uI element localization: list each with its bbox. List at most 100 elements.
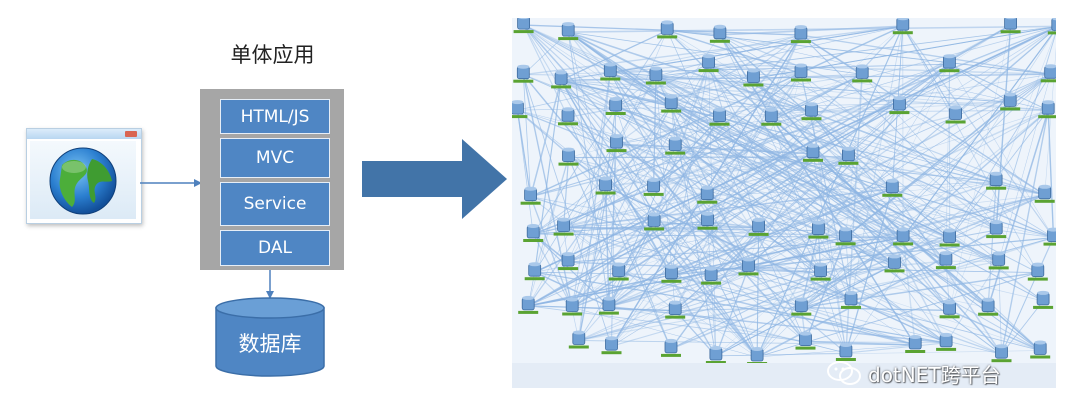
dependency-edge [568, 26, 1056, 158]
dependency-edge [800, 73, 893, 189]
dependency-edge [902, 27, 1056, 238]
service-node-icon [1000, 18, 1021, 34]
dependency-edge [811, 109, 1049, 113]
dependency-edge [987, 109, 1049, 308]
dependency-edge [800, 73, 997, 231]
service-node-icon [1034, 184, 1055, 203]
dependency-edge [534, 271, 672, 276]
dependency-edge [670, 153, 814, 350]
dependency-edge [719, 74, 863, 118]
dependency-edge [516, 109, 607, 188]
dependency-edge [708, 64, 717, 356]
dependency-edge [902, 25, 956, 116]
dependency-edge [572, 306, 676, 312]
layer-dal: DAL [220, 230, 330, 266]
dependency-edge [532, 233, 610, 307]
service-node-icon [810, 262, 831, 281]
dependency-edge [801, 307, 950, 311]
dependency-edge [671, 73, 1052, 276]
dependency-edge [707, 195, 904, 238]
dependency-edge [801, 74, 1051, 308]
service-node-icon [523, 224, 544, 242]
dependency-edge [995, 30, 1056, 231]
dependency-edge [527, 76, 657, 307]
dependency-edge [571, 186, 606, 308]
dependency-edge [578, 230, 819, 342]
dependency-edge [719, 34, 900, 107]
service-node-icon [978, 297, 999, 316]
graph-reflection [512, 363, 1056, 388]
service-node-icon [986, 171, 1007, 190]
browser-close-icon [125, 131, 137, 137]
dependency-edge [653, 222, 802, 308]
dependency-edge [707, 156, 849, 223]
dependency-edge [567, 31, 1002, 355]
layer-html-js: HTML/JS [220, 99, 330, 134]
service-node-icon [665, 300, 686, 319]
dependency-edge [522, 74, 758, 358]
dependency-edge [902, 26, 956, 116]
dependency-edge [998, 261, 1002, 355]
service-node-icon [791, 297, 812, 316]
dependency-edge [756, 229, 997, 358]
dependency-edge [1001, 300, 1044, 355]
dependency-edge [805, 341, 947, 344]
service-node-icon [518, 295, 539, 314]
dependency-edge [811, 111, 999, 262]
service-node-icon [939, 54, 960, 73]
dependency-edge [567, 31, 812, 113]
dependency-edge [534, 271, 610, 308]
dependency-edge [671, 274, 916, 346]
dependency-edge [567, 31, 814, 155]
dependency-edge [812, 153, 847, 354]
service-node-icon [803, 143, 823, 162]
dependency-edge [571, 72, 611, 308]
browser-globe-icon [26, 128, 142, 224]
service-node-icon [562, 297, 583, 316]
dependency-edge [534, 157, 570, 273]
service-node-icon [935, 251, 956, 270]
service-node-icon [1033, 290, 1054, 309]
globe-icon [49, 147, 117, 215]
dependency-edge [523, 24, 947, 344]
service-node-icon [1040, 64, 1056, 83]
browser-content [30, 141, 136, 219]
dependency-edge [987, 181, 997, 308]
dependency-edge [845, 101, 1011, 238]
dependency-edge [667, 29, 1051, 75]
dependency-edge [534, 26, 1056, 273]
service-node-icon [512, 100, 528, 119]
dependency-edge [522, 74, 580, 341]
dependency-edge [1047, 110, 1055, 238]
service-node-icon [558, 147, 579, 166]
dependency-edge [674, 146, 806, 342]
service-node-icon [748, 217, 769, 236]
dependency-edge [567, 31, 672, 106]
service-node-icon [601, 336, 622, 355]
dependency-edge [616, 26, 1056, 145]
dependency-edge [532, 34, 802, 235]
dependency-edge [608, 156, 849, 308]
dependency-edge [719, 34, 1054, 238]
service-node-icon [882, 178, 903, 197]
dependency-edge [616, 143, 655, 223]
dependency-edge [894, 181, 997, 265]
dependency-edge [655, 34, 802, 77]
dependency-edge [949, 63, 1049, 111]
dependency-edge [670, 104, 821, 273]
dependency-edge [949, 309, 1041, 352]
service-node-icon [841, 290, 861, 309]
dependency-edge [608, 180, 997, 308]
service-node-icon [513, 64, 534, 83]
service-node-icon [558, 22, 579, 41]
dependency-edge [653, 73, 802, 223]
dependency-edge [818, 27, 1056, 232]
dependency-edge [719, 34, 1049, 111]
service-node-icon [697, 211, 718, 230]
watermark-text: dotNET跨平台 [868, 362, 1001, 387]
dependency-edge [752, 78, 1003, 355]
dependency-edge [655, 26, 1056, 77]
dependency-edge [850, 300, 1002, 355]
dependency-edge [534, 76, 657, 273]
dependency-edge [710, 153, 814, 277]
